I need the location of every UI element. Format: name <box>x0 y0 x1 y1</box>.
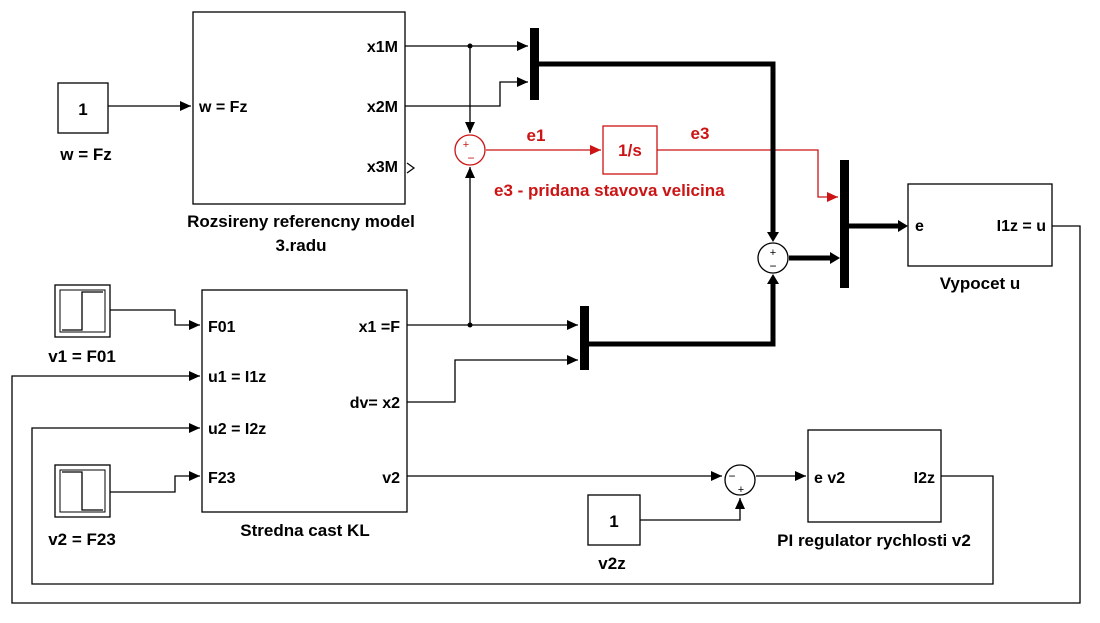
plant-in-u1: u1 = I1z <box>208 369 266 386</box>
pi-regulator-name: PI regulator rychlosti v2 <box>777 531 971 550</box>
signal-e1-label: e1 <box>527 126 546 145</box>
constant-w-block[interactable]: 1 <box>57 82 109 134</box>
plant-out-x1: x1 =F <box>359 319 401 336</box>
sum3-sign-plus: + <box>738 484 744 496</box>
vypocet-in-port: e <box>915 218 924 235</box>
plant-block[interactable]: F01 u1 = I1z u2 = I2z F23 x1 =F dv= x2 v… <box>201 289 408 513</box>
constant-v2z-name: v2z <box>598 554 625 573</box>
ref-model-out-x3m: x3M <box>367 159 398 176</box>
sum2-sign-plus: + <box>770 247 776 259</box>
wire-v2z[interactable] <box>640 498 745 521</box>
constant-w-name: w = Fz <box>59 145 111 164</box>
plant-in-f01: F01 <box>208 319 236 336</box>
signal-e3-label: e3 <box>691 124 710 143</box>
ref-model-out-x1m: x1M <box>367 39 398 56</box>
ref-model-out-x2m: x2M <box>367 99 398 116</box>
vypocet-name: Vypocet u <box>940 274 1021 293</box>
wire-x2m[interactable] <box>405 77 528 107</box>
reference-model-block[interactable]: w = Fz x1M x2M x3M <box>192 11 416 205</box>
vypocet-out-port: I1z = u <box>997 218 1046 235</box>
wire-f23[interactable] <box>110 471 200 493</box>
pi-out-port: I2z <box>914 470 935 487</box>
plant-out-v2: v2 <box>382 470 400 487</box>
signal-annotation: e3 - pridana stavova velicina <box>494 181 725 200</box>
constant-v2z-block[interactable]: 1 <box>587 494 641 546</box>
wire-e3[interactable] <box>657 149 838 202</box>
sum1-block[interactable]: + − <box>454 134 486 166</box>
ref-model-name-line2: 3.radu <box>275 236 326 255</box>
vypocet-u-block[interactable]: e I1z = u <box>907 183 1053 267</box>
plant-out-dv: dv= x2 <box>350 395 400 412</box>
pi-in-port: e v2 <box>814 470 845 487</box>
step-v2-block[interactable] <box>54 464 111 518</box>
ref-model-name: Rozsireny referencny model <box>187 212 415 231</box>
mux-right[interactable] <box>840 160 849 288</box>
sum3-block[interactable]: − + <box>724 464 756 496</box>
wire-feedback-u1[interactable] <box>11 225 1081 604</box>
sum3-sign-minus: − <box>728 469 735 483</box>
sum2-block[interactable]: + − <box>757 242 789 274</box>
plant-in-f23: F23 <box>208 470 236 487</box>
integrator-label: 1/s <box>618 141 642 160</box>
sum2-sign-minus: − <box>769 259 776 273</box>
mux-middle[interactable] <box>580 306 589 370</box>
integrator-block[interactable]: 1/s <box>602 125 658 175</box>
plant-name: Stredna cast KL <box>240 521 369 540</box>
wire-f01[interactable] <box>110 309 200 330</box>
ref-model-in-port: w = Fz <box>198 99 247 116</box>
wire-feedback-u2[interactable] <box>31 423 994 585</box>
step-v1-name: v1 = F01 <box>48 347 116 366</box>
wire-dv[interactable] <box>407 355 578 403</box>
constant-w-value: 1 <box>78 100 87 119</box>
sum1-sign-plus: + <box>463 139 469 151</box>
pi-regulator-block[interactable]: e v2 I2z <box>807 429 942 523</box>
plant-in-u2: u2 = I2z <box>208 421 266 438</box>
step-v2-name: v2 = F23 <box>48 530 116 549</box>
sum1-sign-minus: − <box>467 151 474 165</box>
step-v1-block[interactable] <box>54 284 111 338</box>
constant-v2z-value: 1 <box>609 512 618 531</box>
mux-top[interactable] <box>530 28 539 100</box>
